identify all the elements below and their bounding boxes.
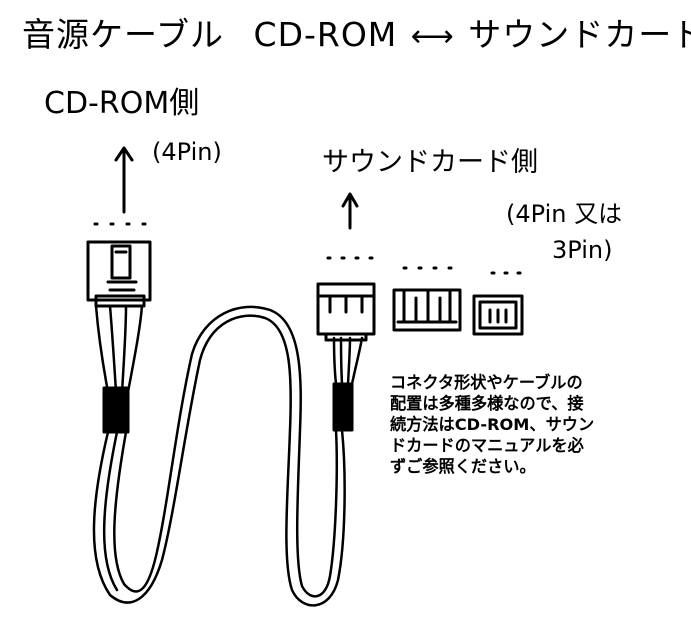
alt-connector-3pin [472,294,524,336]
title-left: 音源ケーブル [22,15,225,54]
double-arrow-icon: ⟷ [410,19,455,54]
connector-note: コネクタ形状やケーブルの 配置は多種多様なので、接 続方法はCD-ROM、サウン… [390,372,672,477]
pin-dots [93,222,522,275]
up-arrow-icon [341,192,359,230]
up-arrow-icon [114,146,134,214]
soundcard-side-label: サウンドカード側 [322,147,538,178]
cdrom-connector [86,240,152,308]
soundcard-heat-shrink [332,382,354,432]
cdrom-side-label: CD-ROM側 [44,86,200,121]
alt-connector-comb [392,288,462,332]
title-soundcard: サウンドカード [468,15,691,54]
cdrom-pin-label: (4Pin) [152,138,222,166]
audio-cable [92,305,346,607]
soundcard-pin-label-2: 3Pin) [552,236,613,264]
cdrom-heat-shrink [102,386,130,434]
note-line: コネクタ形状やケーブルの [390,373,583,392]
title-cdrom: CD-ROM [253,15,398,54]
soundcard-wires [332,336,364,386]
cdrom-wires [94,304,144,394]
note-line: ドカードのマニュアルを必 [390,436,584,455]
diagram-title: 音源ケーブル CD-ROM ⟷ サウンドカード [22,8,691,56]
note-line: 続方法はCD-ROM、サウン [390,415,595,434]
note-line: 配置は多種多様なので、接 [390,394,584,413]
note-line: ずご参照ください。 [390,457,536,476]
soundcard-connector [316,282,376,342]
soundcard-pin-label-1: (4Pin 又は [506,200,623,228]
